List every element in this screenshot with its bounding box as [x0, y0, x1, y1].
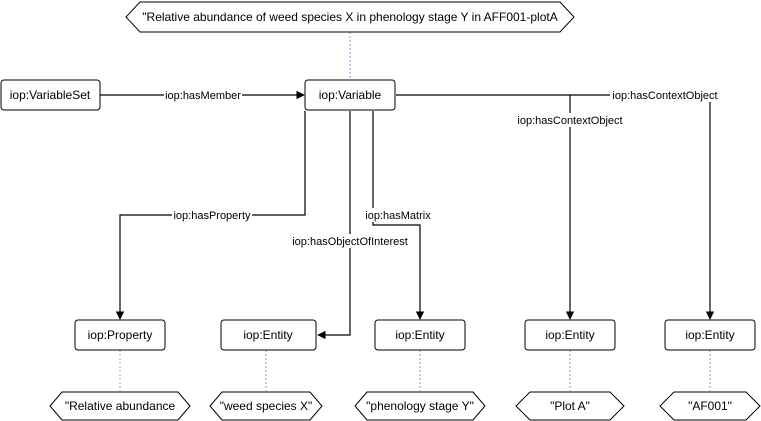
value-entity-object-text: "weed species X"	[220, 399, 313, 413]
node-property: iop:Property	[74, 319, 166, 351]
value-entity-af-text: "AF001"	[688, 399, 732, 413]
node-entity-plot-label: iop:Entity	[545, 328, 594, 342]
node-variable-label: iop:Variable	[319, 88, 382, 102]
node-entity-object: iop:Entity	[220, 319, 317, 351]
label-has-context-object-plot: iop:hasContextObject	[517, 115, 622, 127]
label-has-property: iop:hasProperty	[173, 210, 251, 222]
edge-has-context-object-af	[396, 94, 715, 320]
node-variable-set-label: iop:VariableSet	[10, 88, 91, 102]
value-entity-matrix-text: "phenology stage Y"	[366, 399, 474, 413]
node-variable: iop:Variable	[304, 79, 396, 111]
label-has-context-object-af: iop:hasContextObject	[612, 90, 717, 102]
node-entity-af-label: iop:Entity	[685, 328, 734, 342]
title-value-text: "Relative abundance of weed species X in…	[142, 10, 557, 24]
node-variable-set: iop:VariableSet	[0, 79, 101, 111]
node-entity-plot: iop:Entity	[524, 319, 616, 351]
edge-has-matrix	[372, 111, 425, 320]
value-property-text: "Relative abundance	[65, 399, 176, 413]
dotted-links	[119, 32, 711, 391]
node-property-label: iop:Property	[88, 328, 153, 342]
node-entity-matrix: iop:Entity	[374, 319, 466, 351]
node-entity-matrix-label: iop:Entity	[395, 328, 444, 342]
value-entity-plot: "Plot A"	[515, 391, 625, 421]
value-entity-af: "AF001"	[659, 391, 761, 421]
value-entity-plot-text: "Plot A"	[550, 399, 590, 413]
node-entity-af: iop:Entity	[664, 319, 756, 351]
node-entity-object-label: iop:Entity	[243, 328, 292, 342]
value-entity-object: "weed species X"	[209, 391, 323, 421]
title-value-node: "Relative abundance of weed species X in…	[125, 1, 575, 33]
label-has-matrix: iop:hasMatrix	[365, 210, 431, 222]
value-entity-matrix: "phenology stage Y"	[354, 391, 486, 421]
edge-labels: iop:hasMember iop:hasContextObject iop:h…	[164, 88, 720, 248]
label-has-object-of-interest: iop:hasObjectOfInterest	[292, 236, 408, 248]
label-has-member: iop:hasMember	[165, 90, 241, 102]
value-property: "Relative abundance	[49, 391, 191, 421]
edge-has-object-of-interest	[317, 111, 351, 340]
